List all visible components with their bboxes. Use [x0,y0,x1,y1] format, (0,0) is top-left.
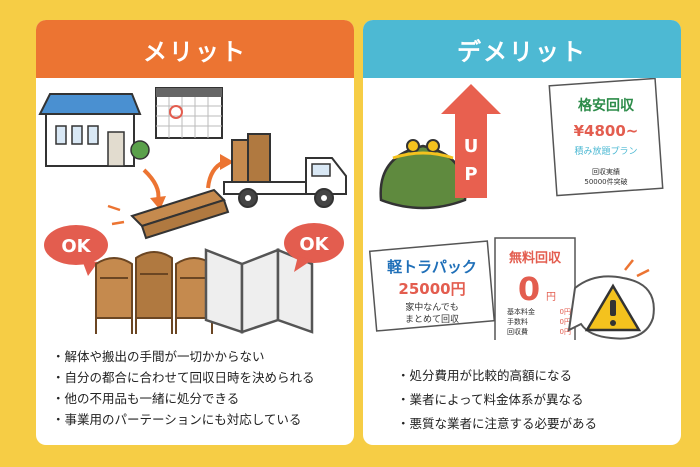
free-row-label: 回収費 [507,327,528,336]
free-row-label: 基本料金 [507,307,535,316]
list-item: ・事業用のパーテーションにも対応している [52,412,302,427]
cheap-record2: 50000件突破 [584,177,627,186]
ok-bubble-right: OK [284,223,344,272]
list-item: ・他の不用品も一緒に処分できる [52,391,240,406]
kei-note1: 家中なんでも [405,301,459,313]
demerit-title: デメリット [457,37,587,66]
kei-truck-pack-card: 軽トラパック 25000円 家中なんでも まとめて回収 [368,240,496,332]
kei-note2: まとめて回収 [405,313,459,325]
demerit-illustration: U P 格安回収 ¥4800~ 積み放題プラン 回収実績 50000件突破 無料… [368,78,664,340]
metal-partition-icon [204,248,314,334]
free-zero: 0 [518,270,540,308]
free-row-value: 0円 [560,318,571,326]
list-item: ・悪質な業者に注意する必要がある [397,416,598,431]
list-item: ・解体や搬出の手間が一切かからない [52,349,265,364]
cheap-price: ¥4800~ [574,122,639,140]
ok-label-left: OK [61,236,91,257]
free-row-value: 0円 [560,328,571,336]
merit-panel: メリット [36,20,354,445]
cheap-record1: 回収実績 [592,167,620,176]
merit-illustration: OK OK [38,87,347,334]
warning-icon [584,283,642,332]
merit-list: ・解体や搬出の手間が一切かからない ・自分の都合に合わせて回収日時を決められる … [52,346,352,430]
cheap-title: 格安回収 [578,97,635,114]
list-item: ・処分費用が比較的高額になる [397,368,573,383]
truck-icon [223,133,347,208]
up-label-u: U [464,136,479,157]
free-title: 無料回収 [509,250,562,266]
free-row-value: 0円 [560,308,571,316]
calendar-icon [155,87,223,139]
kei-price: 25000円 [398,280,465,298]
house-icon [38,93,150,167]
free-collection-card: 無料回収 0 円 基本料金 0円 手数料 0円 回収費 0円 [494,237,576,340]
warning-bubble [567,259,655,340]
list-item: ・自分の都合に合わせて回収日時を決められる [52,370,315,385]
demerit-header: デメリット [363,20,681,78]
up-arrow-icon: U P [441,84,501,198]
arrow-icon [142,168,161,201]
wooden-partition-icon [95,251,213,334]
purse-icon [379,139,467,210]
merit-header: メリット [36,20,354,78]
kei-title: 軽トラパック [387,258,477,276]
list-item: ・業者によって料金体系が異なる [397,392,584,407]
demerit-panel: デメリット U P 格安回収 ¥4800~ 積み放題プラン 回収実績 50000… [363,20,681,445]
cheap-plan: 積み放題プラン [574,145,637,157]
folded-partition-icon [107,180,241,240]
free-row-label: 手数料 [507,317,528,326]
up-label-p: P [464,164,477,185]
ok-bubble-left: OK [44,225,108,276]
merit-title: メリット [143,37,247,66]
cheap-collection-card: 格安回収 ¥4800~ 積み放題プラン 回収実績 50000件突破 [548,78,664,197]
ok-label-right: OK [299,234,329,255]
demerit-list: ・処分費用が比較的高額になる ・業者によって料金体系が異なる ・悪質な業者に注意… [397,364,681,436]
free-yen: 円 [546,292,556,303]
